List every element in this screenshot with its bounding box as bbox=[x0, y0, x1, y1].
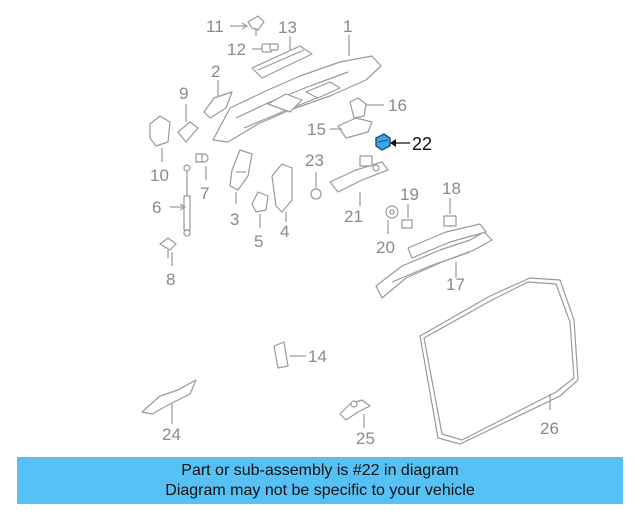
part-17-garnish bbox=[375, 223, 493, 299]
part-23-grommet bbox=[310, 188, 322, 200]
part-1-liftgate-panel bbox=[212, 55, 382, 143]
part-26-weatherstrip bbox=[419, 277, 579, 445]
part-2-bracket bbox=[203, 91, 233, 119]
banner-line-disclaimer: Diagram may not be specific to your vehi… bbox=[165, 481, 475, 499]
callout-7: 7 bbox=[200, 184, 209, 203]
callout-25: 25 bbox=[356, 429, 375, 448]
part-22-highlighted bbox=[375, 133, 391, 151]
part-5-hinge-bracket bbox=[251, 191, 269, 213]
part-19-bolt bbox=[385, 205, 399, 219]
callout-15: 15 bbox=[307, 120, 326, 139]
callout-12: 12 bbox=[227, 40, 246, 59]
part-9-latch-plate bbox=[177, 121, 199, 143]
part-12-fastener bbox=[261, 43, 279, 53]
info-banner: Part or sub-assembly is #22 in diagram D… bbox=[17, 457, 623, 504]
part-24-bracket-strap bbox=[141, 379, 197, 415]
part-25-wire-clip bbox=[339, 399, 371, 421]
part-3-hinge bbox=[229, 149, 253, 191]
part-7-ball-stud bbox=[195, 153, 209, 163]
callout-17: 17 bbox=[446, 275, 465, 294]
part-18-switch bbox=[443, 215, 457, 227]
callout-13: 13 bbox=[278, 18, 297, 37]
callout-10: 10 bbox=[150, 166, 169, 185]
callout-4: 4 bbox=[280, 222, 289, 241]
part-4-reinforcement bbox=[271, 163, 293, 213]
part-14-cap bbox=[273, 341, 289, 369]
part-21-actuator bbox=[329, 155, 389, 193]
callout-1: 1 bbox=[343, 17, 352, 36]
part-6-gas-strut bbox=[183, 164, 191, 237]
callout-26: 26 bbox=[540, 419, 559, 438]
part-11-clip bbox=[247, 15, 265, 36]
callout-9: 9 bbox=[179, 84, 188, 103]
callout-23: 23 bbox=[305, 151, 324, 170]
callout-11: 11 bbox=[206, 17, 224, 36]
part-15-handle bbox=[337, 117, 373, 139]
callout-19: 19 bbox=[400, 185, 419, 204]
part-16-latch-cover bbox=[349, 97, 367, 119]
callout-16: 16 bbox=[388, 96, 407, 115]
callout-3: 3 bbox=[230, 210, 239, 229]
banner-line-part-number: Part or sub-assembly is #22 in diagram bbox=[181, 461, 459, 479]
callout-21: 21 bbox=[344, 207, 363, 226]
parts-diagram: 1 13 11 12 2 9 10 7 bbox=[141, 15, 579, 448]
callout-8: 8 bbox=[166, 270, 175, 289]
callout-24: 24 bbox=[162, 425, 181, 444]
callout-18: 18 bbox=[442, 179, 461, 198]
callout-6: 6 bbox=[152, 198, 161, 217]
part-10-bumper bbox=[149, 115, 171, 147]
callout-22: 22 bbox=[412, 134, 432, 154]
part-20-nut bbox=[401, 219, 413, 229]
callout-20: 20 bbox=[376, 238, 395, 257]
callout-5: 5 bbox=[254, 232, 263, 251]
part-13-trim-strip bbox=[251, 45, 313, 79]
callout-2: 2 bbox=[211, 62, 220, 81]
part-8-ball-joint bbox=[159, 237, 177, 258]
callout-14: 14 bbox=[308, 347, 327, 366]
